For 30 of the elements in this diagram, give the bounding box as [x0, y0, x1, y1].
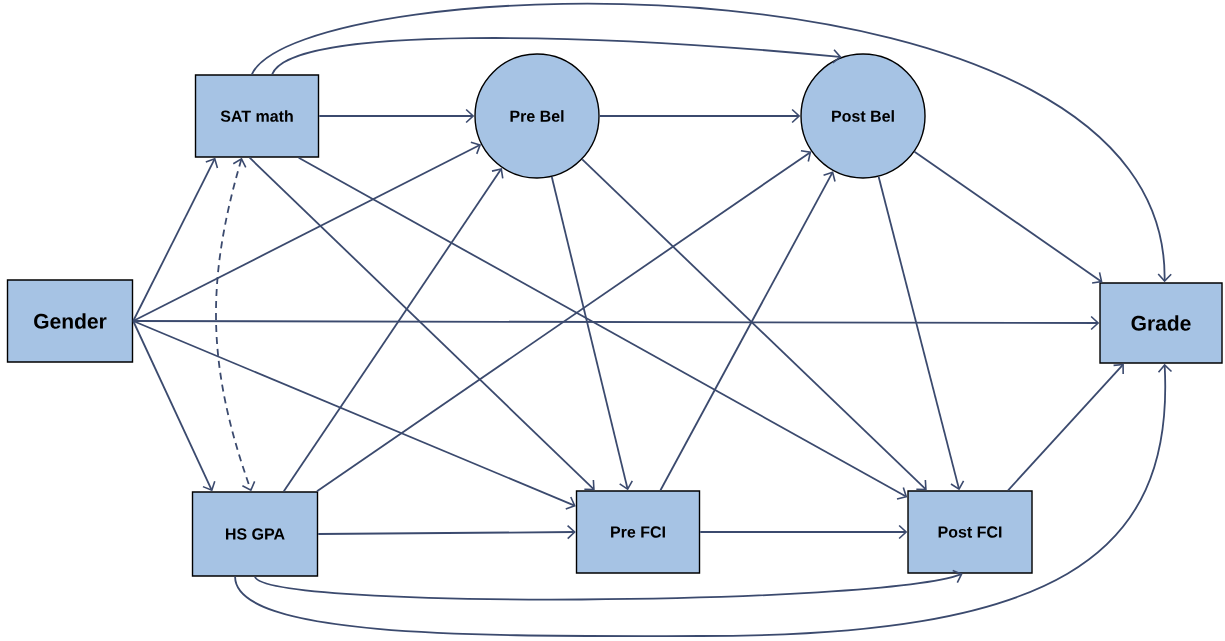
variable-box: SAT math — [194, 74, 320, 158]
curved-arrow — [271, 37, 842, 76]
arrow — [132, 315, 1100, 331]
arrow — [317, 524, 576, 540]
variable-box: Post FCI — [907, 490, 1033, 574]
arrow — [132, 320, 216, 492]
arrow — [598, 108, 801, 124]
arrow — [297, 156, 908, 500]
arrow — [659, 171, 836, 492]
arrow — [581, 158, 927, 491]
arrow — [282, 167, 504, 493]
arrow — [132, 320, 576, 510]
arrow — [132, 157, 219, 322]
arrow — [699, 524, 908, 540]
variable-box: HS GPA — [191, 491, 319, 577]
arrow — [318, 108, 475, 124]
variable-box: Gender — [6, 279, 134, 363]
arrow — [316, 150, 812, 493]
curved-arrow — [254, 569, 963, 601]
variable-box: Pre FCI — [575, 490, 701, 574]
arrow — [132, 141, 482, 322]
arrow — [550, 176, 634, 491]
arrow — [913, 150, 1103, 284]
curved-arrow — [215, 157, 256, 492]
curved-arrow — [234, 363, 1173, 637]
variable-box: Grade — [1099, 282, 1223, 364]
curved-arrow — [251, 3, 1172, 283]
arrow — [877, 175, 965, 491]
arrow — [1007, 363, 1124, 492]
arrow — [248, 156, 595, 491]
